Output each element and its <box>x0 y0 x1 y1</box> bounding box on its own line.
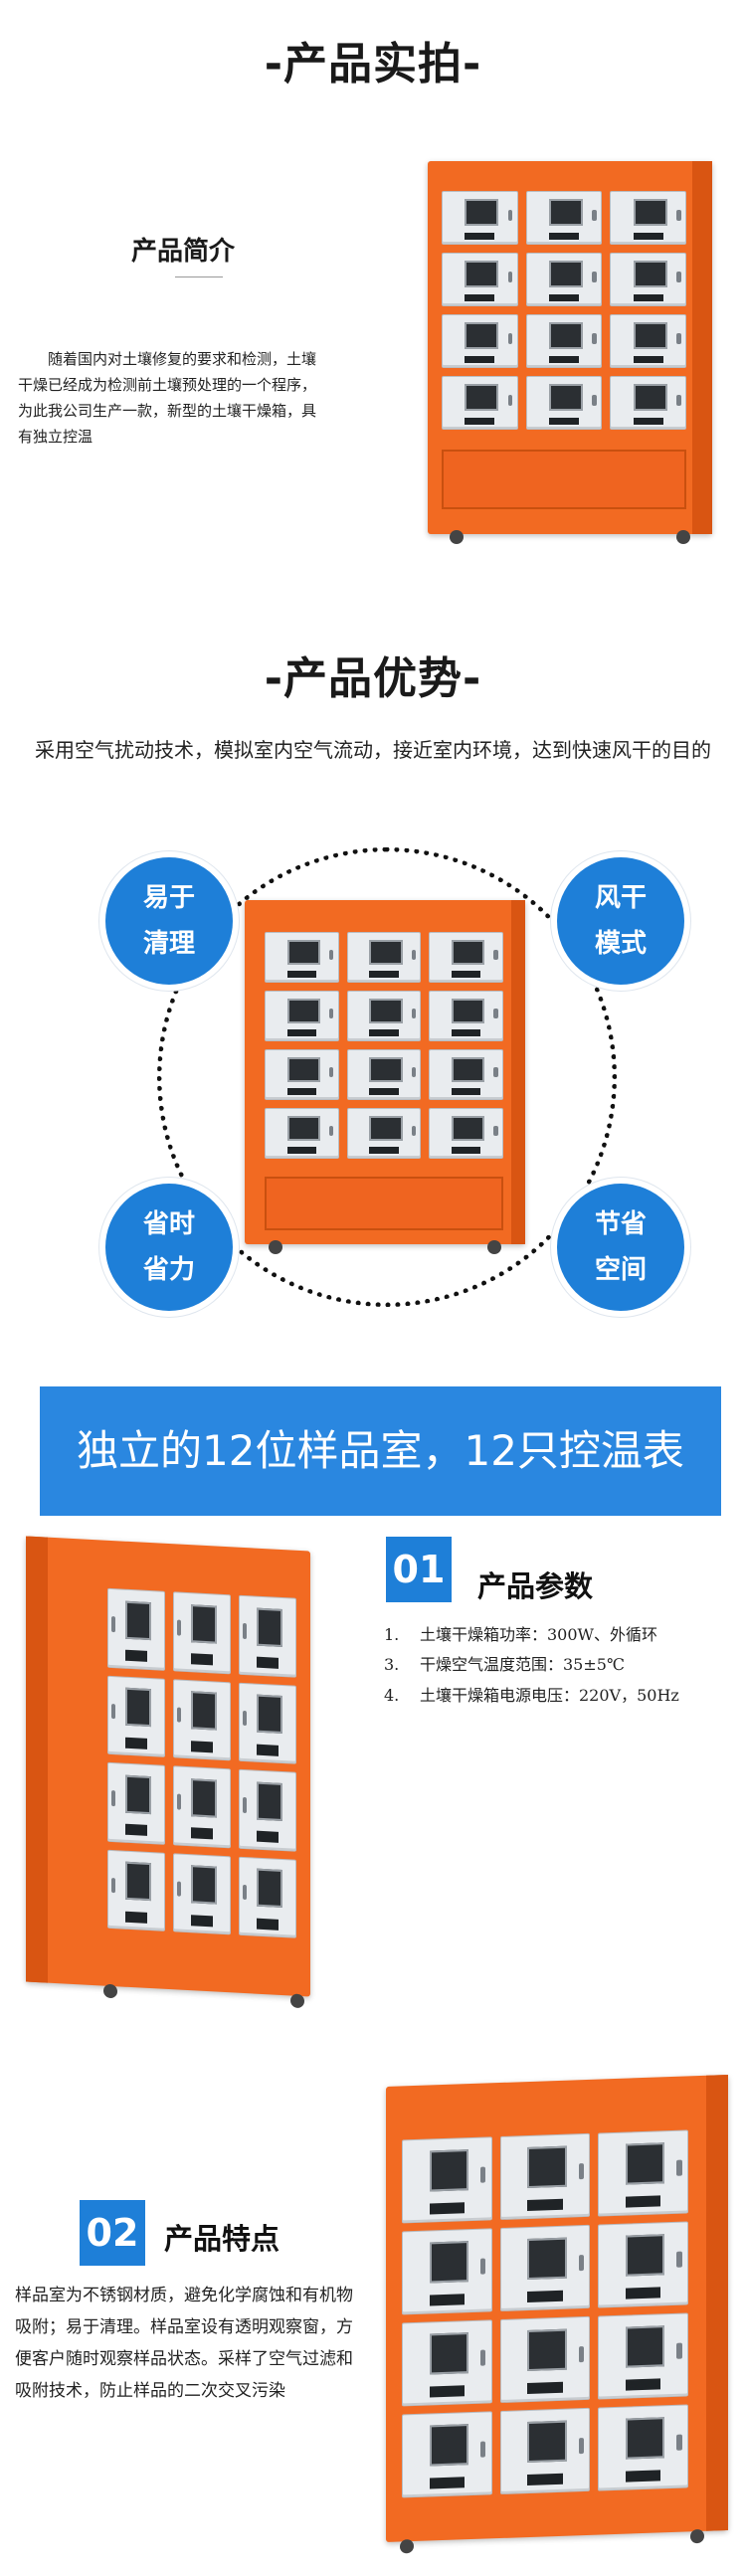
params-item-num: 4. <box>384 1686 400 1705</box>
intro-divider <box>175 276 223 277</box>
advantages-text: 采用空气扰动技术，模拟室内空气流动，接近室内环境，达到快速风干的目的 <box>35 738 711 762</box>
product-photo-2 <box>245 900 525 1254</box>
params-number: 01 <box>386 1537 452 1602</box>
product-photo-1 <box>428 161 712 544</box>
badge-easy-clean: 易于 清理 <box>105 857 233 985</box>
params-item-num: 1. <box>384 1625 400 1644</box>
feature-banner: 独立的12位样品室，12只控温表 <box>40 1386 721 1516</box>
params-title: 产品参数 <box>477 1569 594 1603</box>
params-item: 3. 干燥空气温度范围：35±5℃ <box>384 1653 732 1677</box>
product-photo-3 <box>26 1536 310 2009</box>
product-photo-4 <box>386 2074 728 2554</box>
photo-section-title: -产品实拍- <box>264 39 482 90</box>
badge-save-time: 省时 省力 <box>105 1184 233 1311</box>
dotted-ring <box>157 847 617 1307</box>
badge-air-dry-mode: 风干 模式 <box>557 857 684 985</box>
intro-title: 产品简介 <box>131 237 236 267</box>
params-item: 4. 土壤干燥箱电源电压：220V，50Hz <box>384 1684 732 1708</box>
badge-save-time-line1: 省时 <box>142 1209 195 1239</box>
features-text: 样品室为不锈钢材质，避免化学腐蚀和有机物吸附；易于清理。样品室设有透明观察窗，方… <box>15 2286 353 2401</box>
params-item-num: 3. <box>384 1655 400 1674</box>
features-number: 02 <box>80 2200 145 2266</box>
badge-air-dry-mode-line2: 模式 <box>594 929 647 959</box>
badge-save-space: 节省 空间 <box>557 1184 684 1311</box>
params-item: 1. 土壤干燥箱功率：300W、外循环 <box>384 1623 732 1647</box>
badge-save-space-line1: 节省 <box>594 1209 647 1239</box>
badge-save-time-line2: 省力 <box>142 1255 195 1285</box>
badge-easy-clean-line2: 清理 <box>142 929 195 959</box>
params-item-text: 干燥空气温度范围：35±5℃ <box>420 1655 625 1674</box>
params-item-text: 土壤干燥箱功率：300W、外循环 <box>420 1625 657 1644</box>
intro-text: 随着国内对土壤修复的要求和检测，土壤干燥已经成为检测前土壤预处理的一个程序，为此… <box>18 350 317 446</box>
params-item-text: 土壤干燥箱电源电压：220V，50Hz <box>420 1686 679 1705</box>
badge-air-dry-mode-line1: 风干 <box>594 883 647 913</box>
badge-save-space-line2: 空间 <box>594 1255 647 1285</box>
advantages-section-title: -产品优势- <box>264 653 482 704</box>
badge-easy-clean-line1: 易于 <box>142 883 195 913</box>
features-title: 产品特点 <box>164 2222 280 2256</box>
